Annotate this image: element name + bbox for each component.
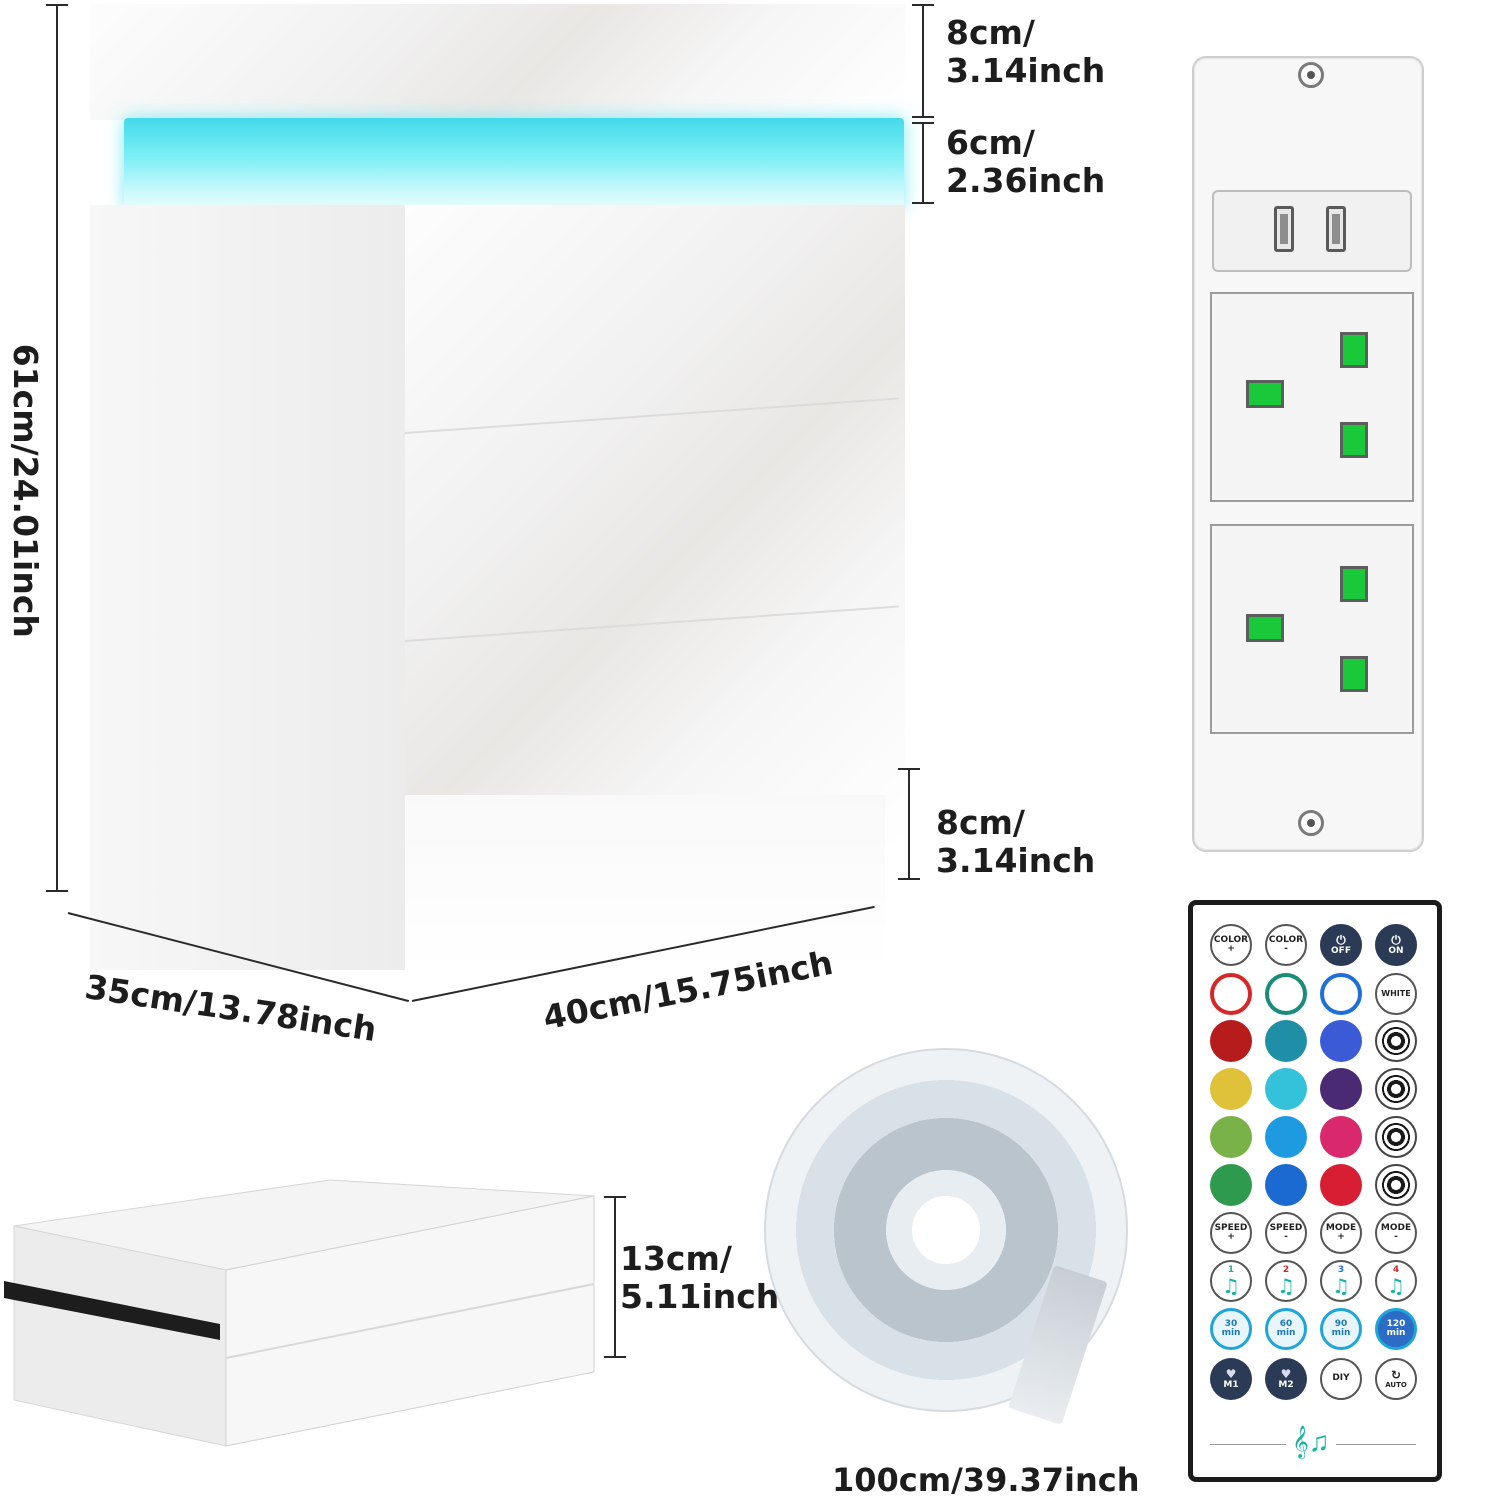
on-button[interactable]: ⏻ON — [1375, 924, 1417, 966]
brightness-icon[interactable] — [1375, 1020, 1417, 1062]
color-button[interactable] — [1210, 1068, 1252, 1110]
drawer — [0, 1176, 600, 1456]
brightness-icon[interactable] — [1375, 1164, 1417, 1206]
dim-label-light-gap: 6cm/ 2.36inch — [946, 123, 1106, 200]
dim-label-base-height: 8cm/ 3.14inch — [936, 803, 1096, 880]
music-mode-2-button[interactable]: 2♫ — [1265, 1260, 1307, 1302]
dim-cap — [46, 4, 68, 6]
mode-plus-button[interactable]: MODE+ — [1320, 1212, 1362, 1254]
dim-cap — [898, 768, 920, 770]
screw-icon — [1298, 62, 1324, 88]
music-mode-1-button[interactable]: 1♫ — [1210, 1260, 1252, 1302]
color-button[interactable] — [1210, 1164, 1252, 1206]
socket-pin — [1246, 380, 1284, 408]
diy-button[interactable]: DIY — [1320, 1358, 1362, 1400]
dim-cap — [912, 116, 934, 118]
led-light-strip — [124, 118, 904, 208]
socket-pin — [1340, 566, 1368, 602]
dim-line-total-height — [56, 4, 58, 892]
dim-line-drawer — [614, 1196, 616, 1358]
speed-plus-button[interactable]: SPEED+ — [1210, 1212, 1252, 1254]
color-button[interactable] — [1265, 1116, 1307, 1158]
dim-line-light — [922, 122, 924, 204]
red-ring-button[interactable] — [1210, 973, 1252, 1015]
music-mode-4-button[interactable]: 4♫ — [1375, 1260, 1417, 1302]
off-button[interactable]: ⏻OFF — [1320, 924, 1362, 966]
color-minus-button[interactable]: COLOR- — [1265, 924, 1307, 966]
dim-cap — [604, 1356, 626, 1358]
dim-cap — [912, 122, 934, 124]
music-note-icon: ♫ — [1387, 1273, 1405, 1298]
power-icon: ⏻ — [1336, 932, 1346, 947]
usb-port-panel — [1212, 190, 1412, 272]
dim-cap — [46, 890, 68, 892]
nightstand-plinth — [405, 795, 885, 970]
music-note-icon: ♫ — [1277, 1273, 1295, 1298]
mode-minus-button[interactable]: MODE- — [1375, 1212, 1417, 1254]
color-button[interactable] — [1320, 1020, 1362, 1062]
color-button[interactable] — [1265, 1164, 1307, 1206]
color-button[interactable] — [1210, 1116, 1252, 1158]
color-button[interactable] — [1210, 1020, 1252, 1062]
auto-button[interactable]: ↻AUTO — [1375, 1358, 1417, 1400]
power-icon: ⏻ — [1391, 932, 1401, 947]
screw-icon — [1298, 810, 1324, 836]
dim-line-base — [908, 768, 910, 880]
dim-cap — [912, 202, 934, 204]
color-button[interactable] — [1320, 1068, 1362, 1110]
socket-pin — [1246, 614, 1284, 642]
dim-cap — [898, 878, 920, 880]
white-button[interactable]: WHITE — [1375, 973, 1417, 1015]
nightstand-top-slab — [90, 4, 905, 120]
heart-icon: ♥ — [1280, 1366, 1292, 1381]
power-outlet-1 — [1210, 292, 1414, 502]
nightstand-front — [405, 205, 905, 845]
green-ring-button[interactable] — [1265, 973, 1307, 1015]
dim-cap — [912, 4, 934, 6]
dim-label-top-height: 8cm/ 3.14inch — [946, 13, 1106, 90]
cycle-icon: ↻ — [1390, 1368, 1402, 1383]
speed-minus-button[interactable]: SPEED- — [1265, 1212, 1307, 1254]
nightstand-side-panel — [90, 205, 408, 970]
usb-port-icon — [1274, 206, 1294, 252]
dim-line-top — [922, 4, 924, 118]
dim-label-total-height: 61cm/24.01inch — [5, 343, 45, 638]
color-button[interactable] — [1265, 1020, 1307, 1062]
memory-2-button[interactable]: ♥M2 — [1265, 1358, 1307, 1400]
color-button[interactable] — [1320, 1164, 1362, 1206]
memory-1-button[interactable]: ♥M1 — [1210, 1358, 1252, 1400]
drawer-drawing — [4, 1179, 595, 1447]
color-button[interactable] — [1320, 1116, 1362, 1158]
dim-label-strip-length: 100cm/39.37inch — [832, 1461, 1140, 1499]
dim-cap — [604, 1196, 626, 1198]
brightness-icon[interactable] — [1375, 1068, 1417, 1110]
usb-port-icon — [1326, 206, 1346, 252]
power-outlet-2 — [1210, 524, 1414, 734]
socket-pin — [1340, 656, 1368, 692]
color-plus-button[interactable]: COLOR+ — [1210, 924, 1252, 966]
socket-pin — [1340, 422, 1368, 458]
music-note-icon: ♫ — [1222, 1273, 1240, 1298]
color-button[interactable] — [1265, 1068, 1307, 1110]
socket-pin — [1340, 332, 1368, 368]
music-mode-3-button[interactable]: 3♫ — [1320, 1260, 1362, 1302]
heart-icon: ♥ — [1225, 1366, 1237, 1381]
music-note-icon: ♫ — [1332, 1273, 1350, 1298]
dim-label-drawer-height: 13cm/ 5.11inch — [620, 1239, 780, 1316]
brightness-icon[interactable] — [1375, 1116, 1417, 1158]
blue-ring-button[interactable] — [1320, 973, 1362, 1015]
music-clef-icon: 𝄞♫ — [1286, 1424, 1336, 1460]
